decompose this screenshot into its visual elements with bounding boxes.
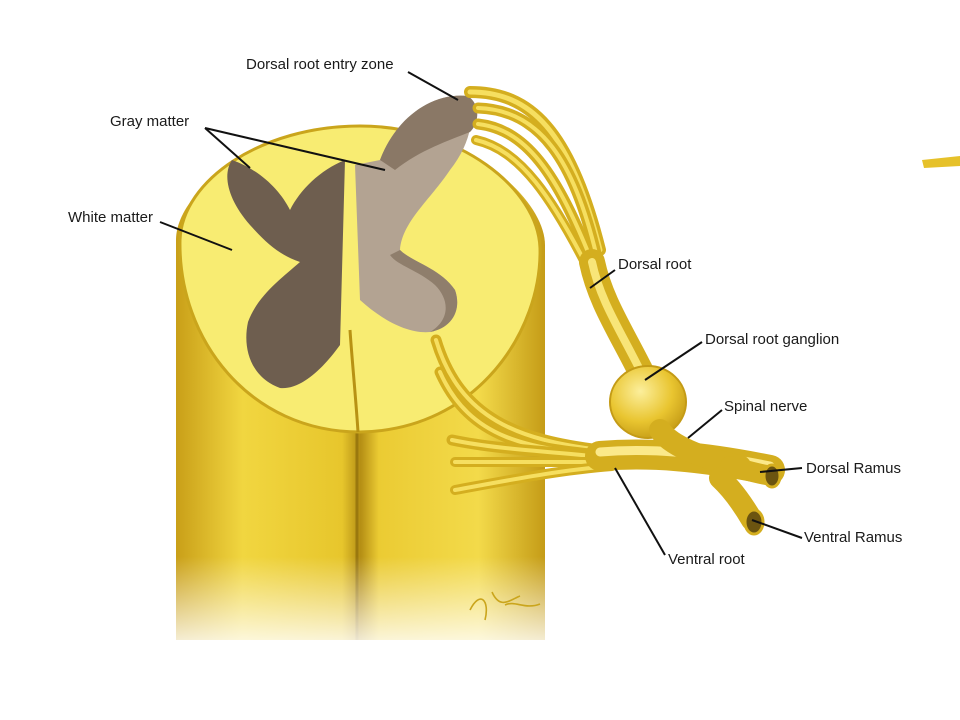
dorsal-rootlets bbox=[464, 86, 606, 285]
leader-ventral-ramus bbox=[751, 519, 803, 539]
dorsal-root-highlight bbox=[588, 258, 644, 374]
label-dorsal-root: Dorsal root bbox=[618, 256, 692, 273]
leader-dorsal-root-entry-zone bbox=[407, 71, 459, 101]
label-dorsal-root-entry-zone: Dorsal root entry zone bbox=[246, 56, 394, 73]
label-white-matter: White matter bbox=[68, 209, 154, 226]
gray-matter-right-shadow bbox=[390, 250, 458, 332]
edge-fragment bbox=[922, 156, 960, 168]
leader-ventral-root bbox=[614, 467, 666, 556]
leader-white-matter bbox=[159, 221, 233, 251]
ventral-ramus-end bbox=[743, 508, 765, 536]
dorsal-horn-top bbox=[380, 95, 478, 170]
leader-lines bbox=[159, 71, 803, 556]
leader-dorsal-root bbox=[589, 269, 616, 289]
label-dorsal-ramus: Dorsal Ramus bbox=[806, 460, 902, 477]
label-gray-matter: Gray matter bbox=[110, 113, 190, 130]
posterior-median-sulcus bbox=[348, 329, 360, 433]
leader-gray-matter-right bbox=[204, 127, 386, 171]
dorsal-root-ganglion bbox=[609, 365, 687, 439]
leader-spinal-nerve bbox=[687, 409, 723, 439]
label-ventral-root: Ventral root bbox=[668, 551, 745, 568]
dorsal-ramus-end bbox=[762, 463, 782, 489]
leader-dorsal-root-ganglion bbox=[644, 341, 703, 381]
label-dorsal-root-ganglion: Dorsal root ganglion bbox=[705, 331, 840, 348]
label-spinal-nerve: Spinal nerve bbox=[724, 398, 808, 415]
label-ventral-ramus: Ventral Ramus bbox=[804, 529, 903, 546]
leader-gray-matter-left bbox=[204, 127, 251, 169]
artist-signature bbox=[469, 591, 541, 621]
gray-matter-left bbox=[227, 160, 345, 389]
bottom-fade bbox=[160, 430, 580, 660]
leader-dorsal-ramus bbox=[759, 467, 803, 473]
